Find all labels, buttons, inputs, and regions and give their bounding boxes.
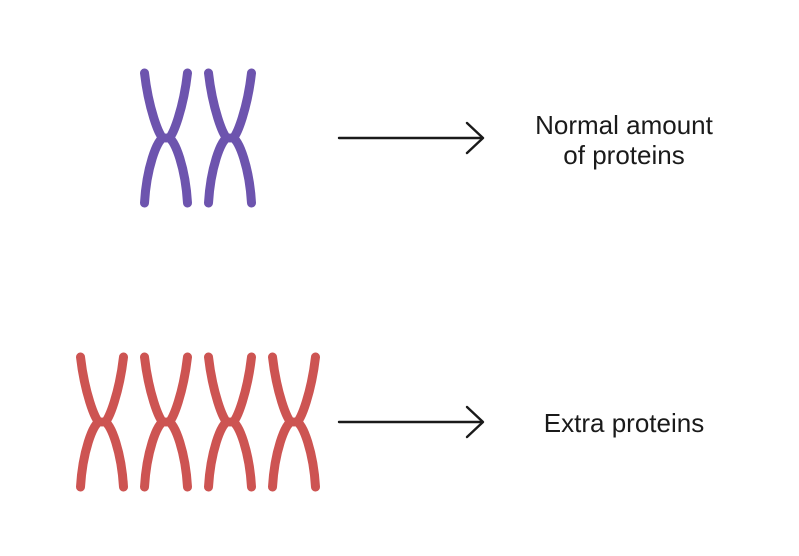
extra-label-line-1: Extra proteins — [543, 408, 705, 438]
chromosome-icon — [204, 352, 256, 492]
normal-proteins-label: Normal amount of proteins — [494, 110, 754, 170]
normal-label-line-1: Normal amount — [535, 110, 713, 140]
arrow-right-icon — [337, 405, 485, 439]
chromosome-icon — [76, 352, 128, 492]
normal-chromosome-group — [140, 68, 256, 208]
extra-proteins-label: Extra proteins — [494, 408, 754, 438]
chromosome-icon — [140, 68, 192, 208]
normal-label-line-2: of proteins — [563, 140, 685, 170]
chromosome-icon — [204, 68, 256, 208]
extra-chromosome-group — [76, 352, 320, 492]
arrow-right-icon — [337, 121, 485, 155]
chromosome-icon — [140, 352, 192, 492]
chromosome-icon — [268, 352, 320, 492]
